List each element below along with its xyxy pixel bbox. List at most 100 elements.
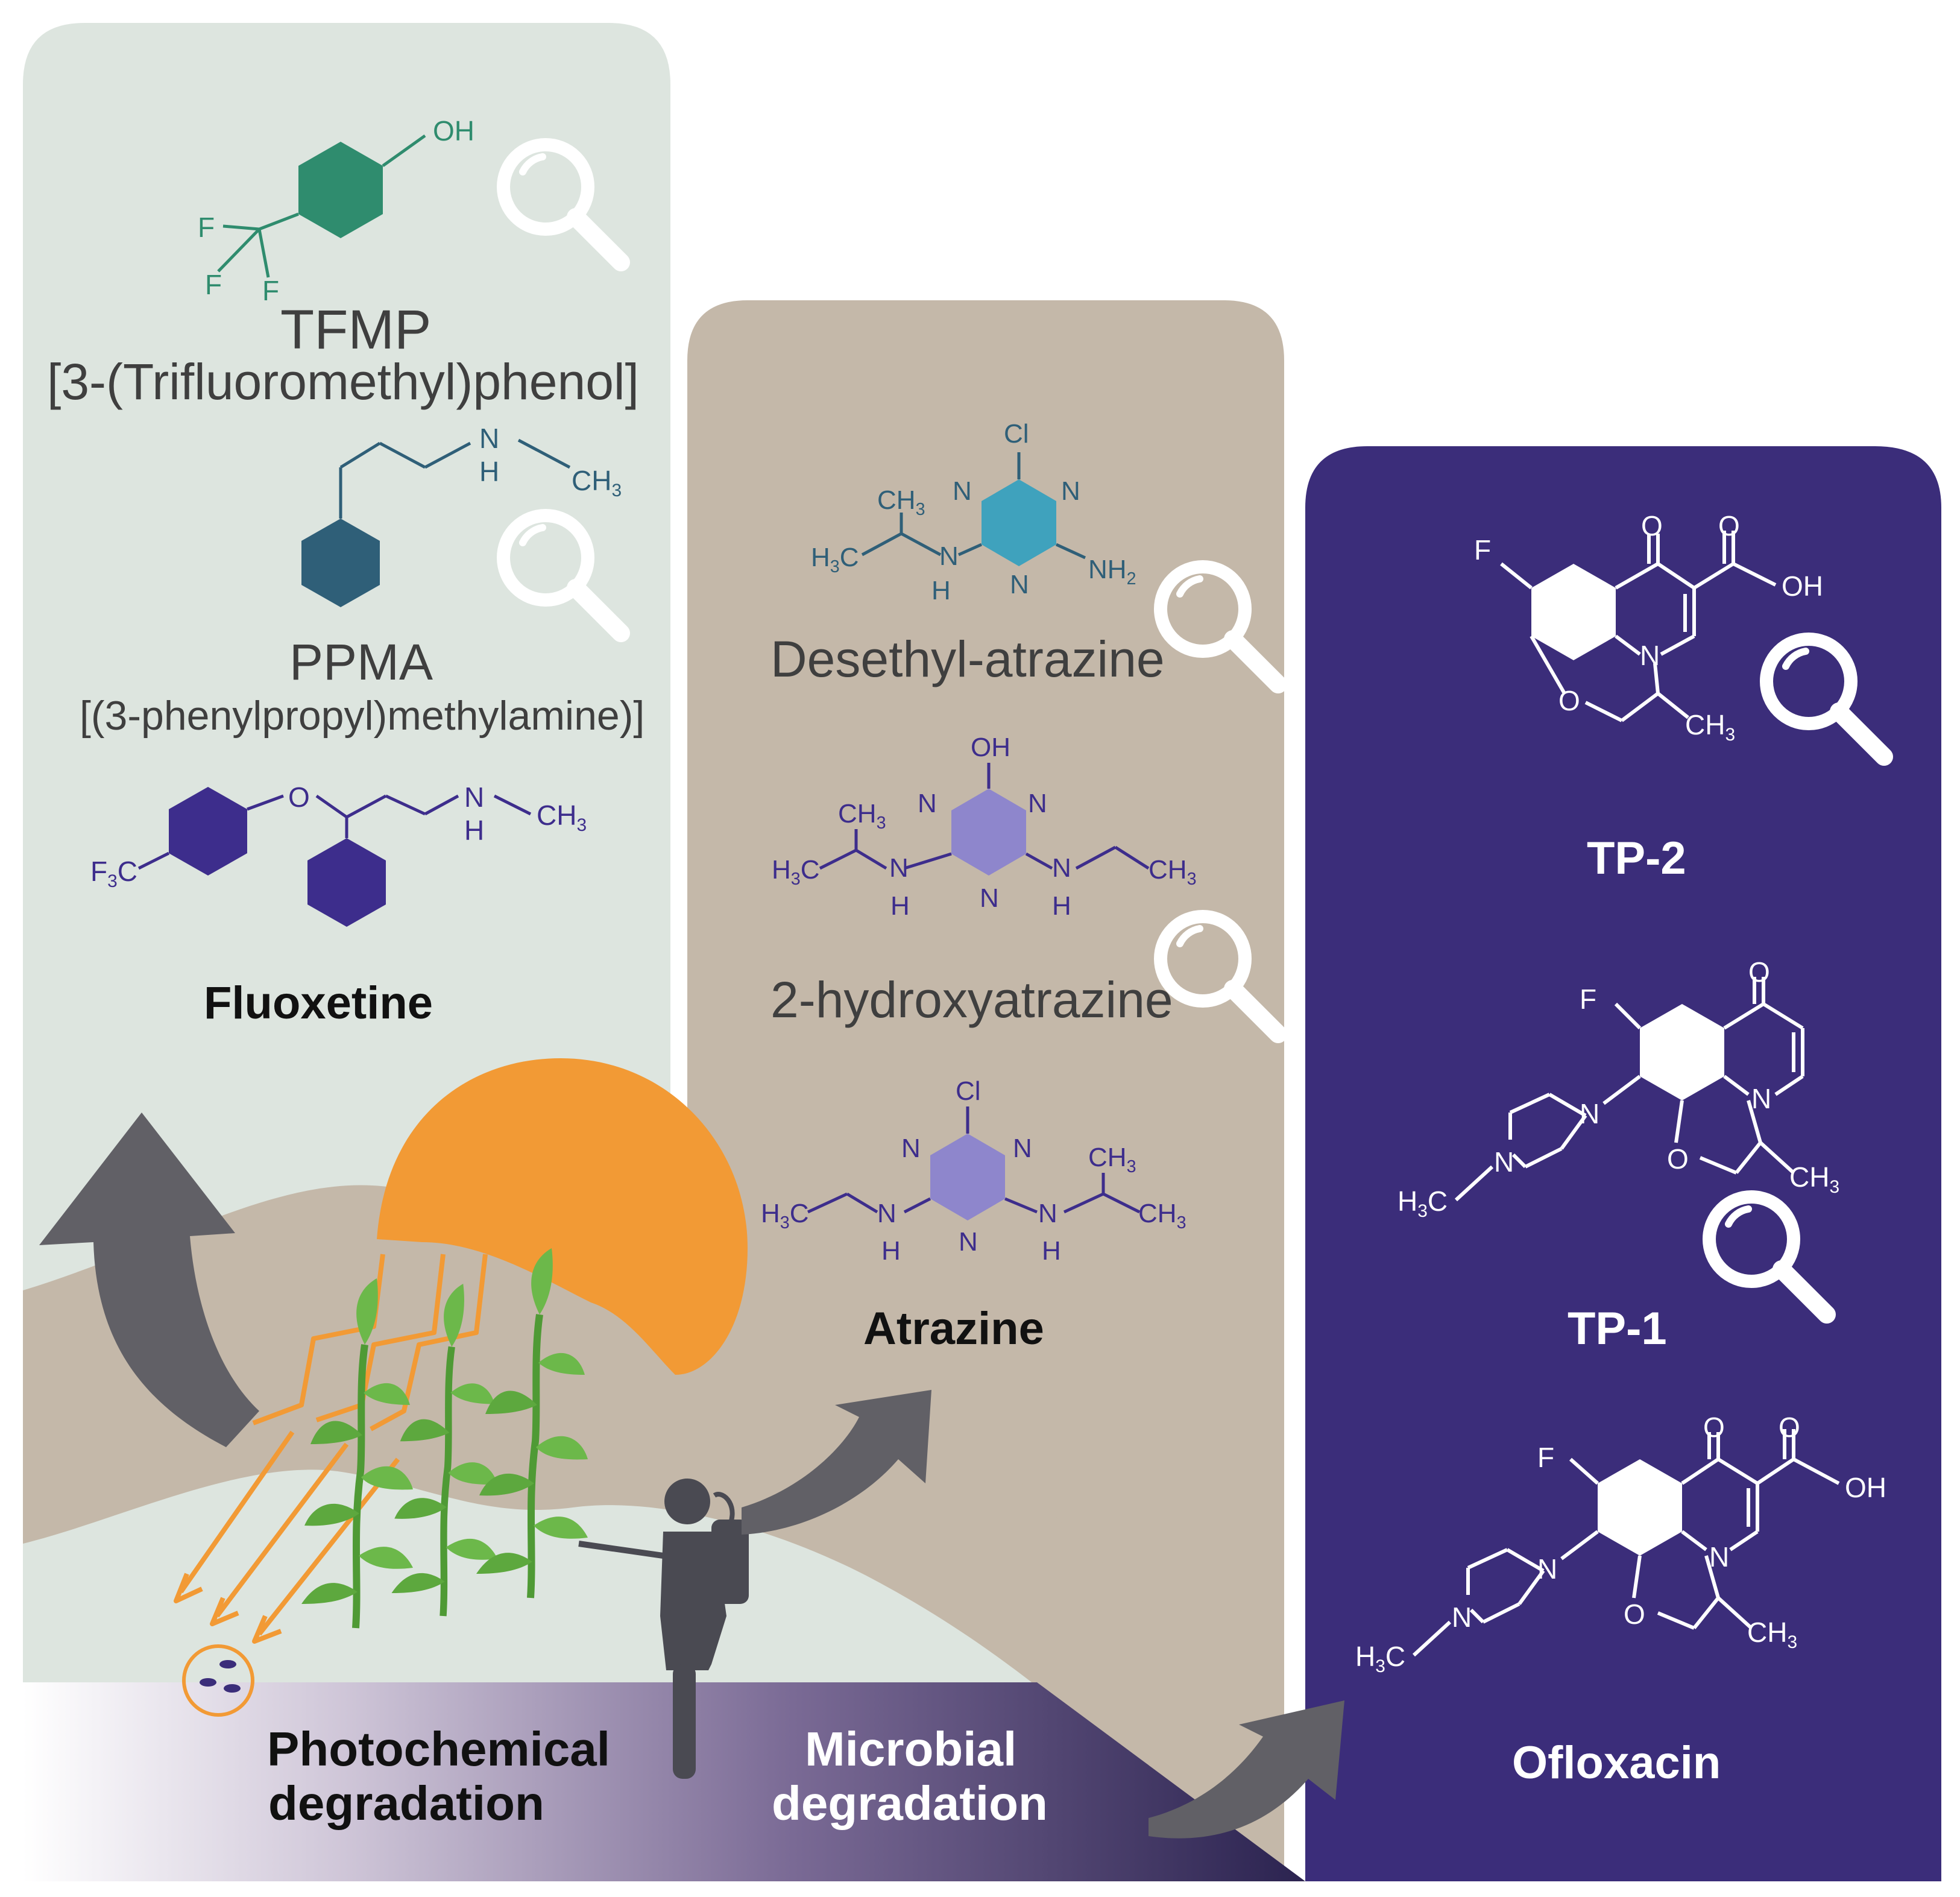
ppma-full-name: [(3-phenylpropyl)methylamine)]	[80, 693, 645, 739]
tp2-molecule	[1500, 531, 1777, 722]
tfmp-f1-label: F	[198, 212, 215, 243]
ppma-molecule	[301, 438, 571, 607]
ppma-h-label: H	[479, 456, 500, 487]
fluox-f3c-label: F3C	[90, 856, 137, 892]
tp1-name: TP-1	[1568, 1303, 1667, 1354]
tp1-h3c-label: H3C	[1398, 1185, 1448, 1222]
desethyl-nh-label: N	[939, 541, 959, 571]
tp1-molecule	[1454, 977, 1804, 1202]
tp1-ch3-label: CH3	[1789, 1161, 1840, 1198]
atrazine-nl-label: N	[877, 1199, 896, 1228]
oflox-f-label: F	[1537, 1442, 1555, 1473]
ground-strip	[23, 1682, 1305, 1881]
desethyl-n2-label: N	[1061, 476, 1080, 506]
fluox-h-label: H	[464, 815, 485, 846]
desethyl-h-label: H	[931, 576, 951, 605]
hydroxy-n1-label: N	[918, 789, 937, 818]
tp1-n1-label: N	[1751, 1083, 1772, 1114]
tp2-o2-label: O	[1718, 510, 1740, 541]
desethyl-atrazine-name: Desethyl-atrazine	[770, 631, 1165, 687]
atrazine-h3c-label: H3C	[761, 1199, 809, 1233]
ppma-n-label: N	[479, 423, 500, 454]
oflox-n1-label: N	[1709, 1541, 1730, 1573]
desethyl-cl-label: Cl	[1004, 419, 1029, 449]
atrazine-nr-label: N	[1038, 1199, 1057, 1228]
tfmp-full-name: [3-(Trifluoromethyl)phenol]	[47, 353, 639, 410]
tfmp-molecule	[217, 134, 426, 278]
photochemical-label-line1: Photochemical	[267, 1722, 611, 1776]
ppma-name: PPMA	[289, 634, 433, 690]
oflox-h3c-label: H3C	[1355, 1641, 1406, 1677]
atrazine-n3-label: N	[959, 1227, 978, 1257]
fluoxetine-molecule	[137, 787, 532, 927]
hydroxyatrazine-molecule	[819, 763, 1150, 876]
hydroxy-nr-label: N	[1052, 853, 1071, 883]
oflox-o1-label: O	[1703, 1412, 1725, 1443]
curved-arrow-icon	[1149, 1700, 1344, 1839]
ofloxacin-molecule	[1412, 1429, 1840, 1657]
fluoxetine-name: Fluoxetine	[204, 977, 433, 1029]
tp2-f-label: F	[1474, 534, 1492, 566]
photochemical-label-line2: degradation	[268, 1776, 544, 1830]
curved-arrow-icon	[742, 1390, 931, 1535]
curved-arrow-icon	[39, 1113, 259, 1447]
atrazine-hr-label: H	[1042, 1236, 1061, 1266]
oflox-n2-label: N	[1537, 1553, 1558, 1585]
hydroxyatrazine-name: 2-hydroxyatrazine	[770, 971, 1173, 1028]
fluox-n-label: N	[464, 781, 485, 813]
hydroxy-hr-label: H	[1052, 891, 1071, 921]
tp2-o3-label: O	[1558, 685, 1580, 716]
sun-icon	[377, 1058, 748, 1375]
hydroxy-hl-label: H	[890, 891, 910, 921]
desethyl-n3-label: N	[1010, 570, 1029, 599]
ofloxacin-name: Ofloxacin	[1512, 1737, 1721, 1788]
desethyl-n1-label: N	[953, 476, 972, 506]
tp1-f-label: F	[1580, 983, 1597, 1015]
microbial-label-line1: Microbial	[805, 1722, 1017, 1776]
fluox-o-label: O	[288, 781, 310, 813]
atrazine-n1-label: N	[901, 1134, 921, 1163]
hydroxy-nl-label: N	[889, 853, 909, 883]
tp2-n-label: N	[1640, 640, 1660, 671]
atrazine-name: Atrazine	[863, 1303, 1044, 1354]
tfmp-f2-label: F	[205, 269, 222, 300]
atrazine-ch3b-label: CH3	[1138, 1199, 1186, 1233]
atrazine-hl-label: H	[881, 1236, 901, 1266]
tp2-name: TP-2	[1587, 833, 1686, 884]
hydroxy-oh-label: OH	[971, 733, 1010, 762]
hydroxy-ch3b-label: CH3	[1149, 855, 1197, 889]
oflox-oh-label: OH	[1845, 1472, 1886, 1503]
tp1-n2-label: N	[1580, 1098, 1600, 1129]
desethyl-nh2-label: NH2	[1088, 555, 1136, 589]
oflox-n3-label: N	[1452, 1602, 1472, 1633]
farmer-sprayer-icon	[578, 1479, 749, 1779]
right-panel	[1305, 446, 1941, 1881]
oflox-ch3-label: CH3	[1747, 1617, 1798, 1653]
hydroxy-ch3a-label: CH3	[838, 799, 886, 833]
hydroxy-h3c-label: H3C	[772, 855, 820, 889]
tp1-o1-label: O	[1748, 956, 1770, 988]
ppma-ch3-label: CH3	[572, 465, 622, 501]
tp2-ch3-label: CH3	[1685, 709, 1736, 745]
tp1-o2-label: O	[1667, 1143, 1689, 1175]
tp2-oh-label: OH	[1782, 570, 1823, 602]
hydroxy-n3-label: N	[980, 883, 999, 913]
tfmp-f3-label: F	[262, 275, 280, 306]
desethyl-ch3-label: CH3	[877, 485, 925, 519]
atrazine-cl-label: Cl	[956, 1076, 981, 1106]
tp2-o1-label: O	[1641, 510, 1663, 541]
atrazine-n2-label: N	[1013, 1134, 1032, 1163]
oflox-o3-label: O	[1624, 1599, 1645, 1630]
oflox-o2-label: O	[1779, 1412, 1800, 1443]
atrazine-ch3a-label: CH3	[1088, 1143, 1136, 1176]
pill-icon	[182, 1644, 254, 1717]
hydroxy-n2-label: N	[1028, 789, 1047, 818]
tfmp-oh-label: OH	[433, 115, 474, 147]
desethyl-h3c-label: H3C	[811, 543, 859, 576]
desethyl-atrazine-molecule	[861, 452, 1086, 566]
fluox-ch3-label: CH3	[537, 800, 587, 836]
microbial-label-line2: degradation	[772, 1776, 1048, 1830]
tfmp-name: TFMP	[280, 299, 432, 361]
tp1-n3-label: N	[1494, 1146, 1514, 1178]
